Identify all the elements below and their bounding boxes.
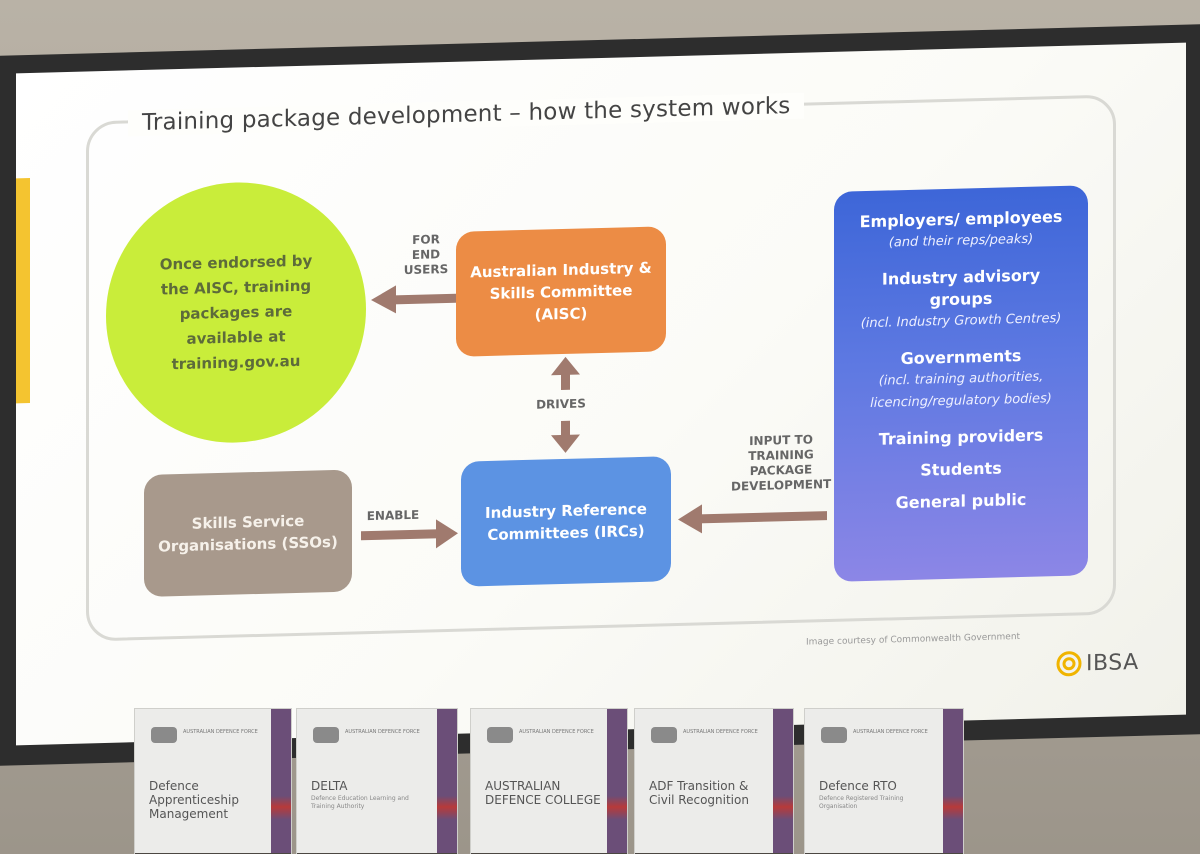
- presentation-slide: Training package development – how the s…: [16, 43, 1186, 746]
- brochure-title: Defence Apprenticeship Management: [149, 779, 267, 821]
- adf-emblem-icon: [151, 727, 177, 743]
- brochure-org: AUSTRALIAN DEFENCE FORCE: [853, 729, 928, 735]
- brochure-3: AUSTRALIAN DEFENCE FORCE AUSTRALIAN DEFE…: [470, 708, 628, 854]
- arrow-left-input-icon: [678, 501, 827, 534]
- brochure-org: AUSTRALIAN DEFENCE FORCE: [183, 729, 258, 735]
- ibsa-logo-text: IBSA: [1086, 649, 1139, 675]
- arrow-down-icon: [551, 421, 580, 454]
- adf-emblem-icon: [651, 727, 677, 743]
- ibsa-logo: IBSA: [1056, 649, 1139, 677]
- adf-emblem-icon: [313, 727, 339, 743]
- brochure-4: AUSTRALIAN DEFENCE FORCE ADF Transition …: [634, 708, 794, 854]
- ibsa-swirl-icon: [1056, 650, 1082, 677]
- adf-emblem-icon: [821, 727, 847, 743]
- brochure-org: AUSTRALIAN DEFENCE FORCE: [519, 729, 594, 735]
- arrow-right-icon: [361, 519, 458, 551]
- brochure-1: AUSTRALIAN DEFENCE FORCE Defence Apprent…: [134, 708, 292, 854]
- adf-emblem-icon: [487, 727, 513, 743]
- brochure-title: AUSTRALIAN DEFENCE COLLEGE: [485, 779, 603, 807]
- arrow-left-icon: [371, 284, 456, 314]
- brochure-title: ADF Transition & Civil Recognition: [649, 779, 767, 807]
- brochure-org: AUSTRALIAN DEFENCE FORCE: [683, 729, 758, 735]
- brochure-org: AUSTRALIAN DEFENCE FORCE: [345, 729, 420, 735]
- arrow-up-icon: [551, 357, 580, 391]
